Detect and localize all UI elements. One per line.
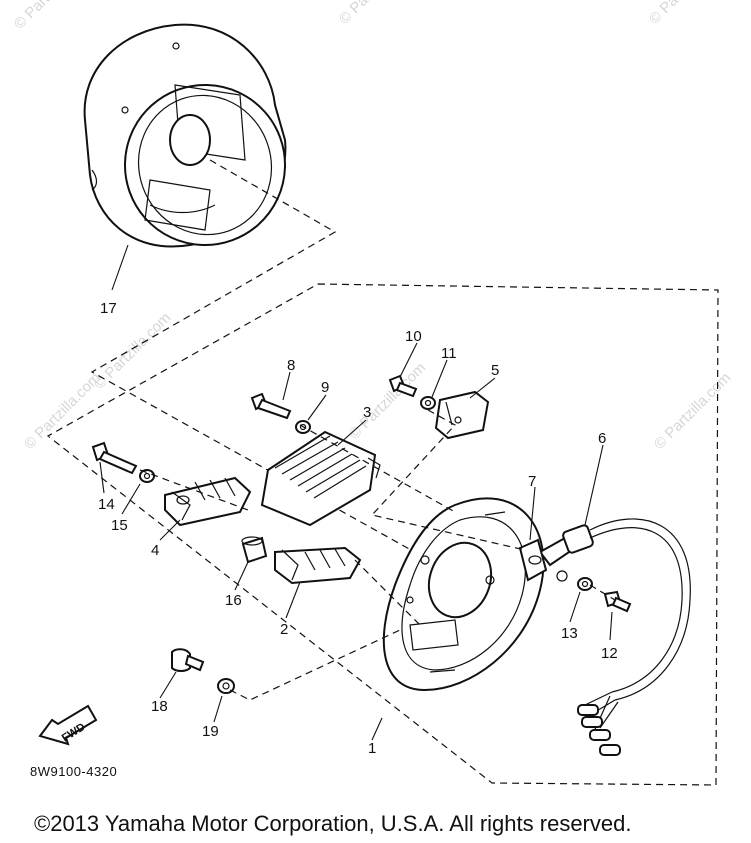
fwd-arrow-icon: FWD — [38, 704, 98, 746]
copyright-notice: ©2013 Yamaha Motor Corporation, U.S.A. A… — [34, 811, 632, 836]
washer-11 — [420, 396, 436, 410]
wire-harness-6 — [538, 518, 691, 756]
bolt-18 — [171, 648, 205, 672]
callout-18: 18 — [151, 698, 168, 715]
alignment-line — [370, 409, 526, 551]
callout-1: 1 — [368, 740, 376, 757]
collar-16 — [241, 536, 268, 564]
screw-12 — [603, 590, 632, 613]
watermark-text: © Partzilla.com — [346, 359, 429, 442]
lighting-coil-5 — [434, 390, 490, 440]
screw-8 — [250, 392, 292, 420]
pickup-coil-4 — [164, 476, 252, 527]
callout-2: 2 — [280, 621, 288, 638]
callout-13: 13 — [561, 625, 578, 642]
callout-labels: 17 8 9 10 11 5 3 6 7 14 15 4 16 2 13 12 … — [98, 300, 618, 757]
callout-12: 12 — [601, 645, 618, 662]
screw-14 — [91, 441, 138, 475]
alignment-line — [229, 629, 401, 701]
callout-14: 14 — [98, 496, 115, 513]
charging-coil-3 — [260, 430, 381, 527]
watermark-text: © Partzilla.com — [11, 0, 94, 33]
leader-line — [111, 244, 129, 291]
alignment-line — [299, 424, 456, 513]
diagram-code: 8W9100-4320 — [30, 764, 118, 779]
alignment-line — [90, 159, 421, 556]
callout-10: 10 — [405, 328, 422, 345]
washer-15 — [139, 469, 155, 483]
watermark-text: © Partzilla.com — [91, 309, 174, 392]
callout-19: 19 — [202, 723, 219, 740]
stator-base-plate — [382, 497, 545, 692]
alignment-line — [589, 584, 616, 601]
watermark-text: © Partzilla.com — [336, 0, 419, 28]
pickup-coil-2 — [274, 546, 362, 585]
callout-15: 15 — [111, 517, 128, 534]
callout-5: 5 — [491, 362, 499, 379]
callout-9: 9 — [321, 379, 329, 396]
callout-11: 11 — [441, 345, 457, 362]
flywheel-rotor — [83, 23, 287, 248]
callout-4: 4 — [151, 542, 159, 559]
callout-7: 7 — [528, 473, 536, 490]
washer-19 — [217, 678, 235, 694]
watermark-text: © Partzilla.com — [651, 369, 734, 452]
assembly-boundary — [46, 283, 719, 786]
watermark-text: © Partzilla.com — [646, 0, 729, 28]
washer-13 — [577, 577, 593, 591]
callout-17: 17 — [100, 300, 117, 317]
callout-6: 6 — [598, 430, 606, 447]
callout-3: 3 — [363, 404, 371, 421]
callout-16: 16 — [225, 592, 242, 609]
leader-lines — [99, 342, 613, 741]
clamp-7 — [518, 538, 568, 582]
screw-10 — [388, 374, 418, 398]
callout-8: 8 — [287, 357, 295, 374]
alignment-line — [354, 559, 421, 626]
